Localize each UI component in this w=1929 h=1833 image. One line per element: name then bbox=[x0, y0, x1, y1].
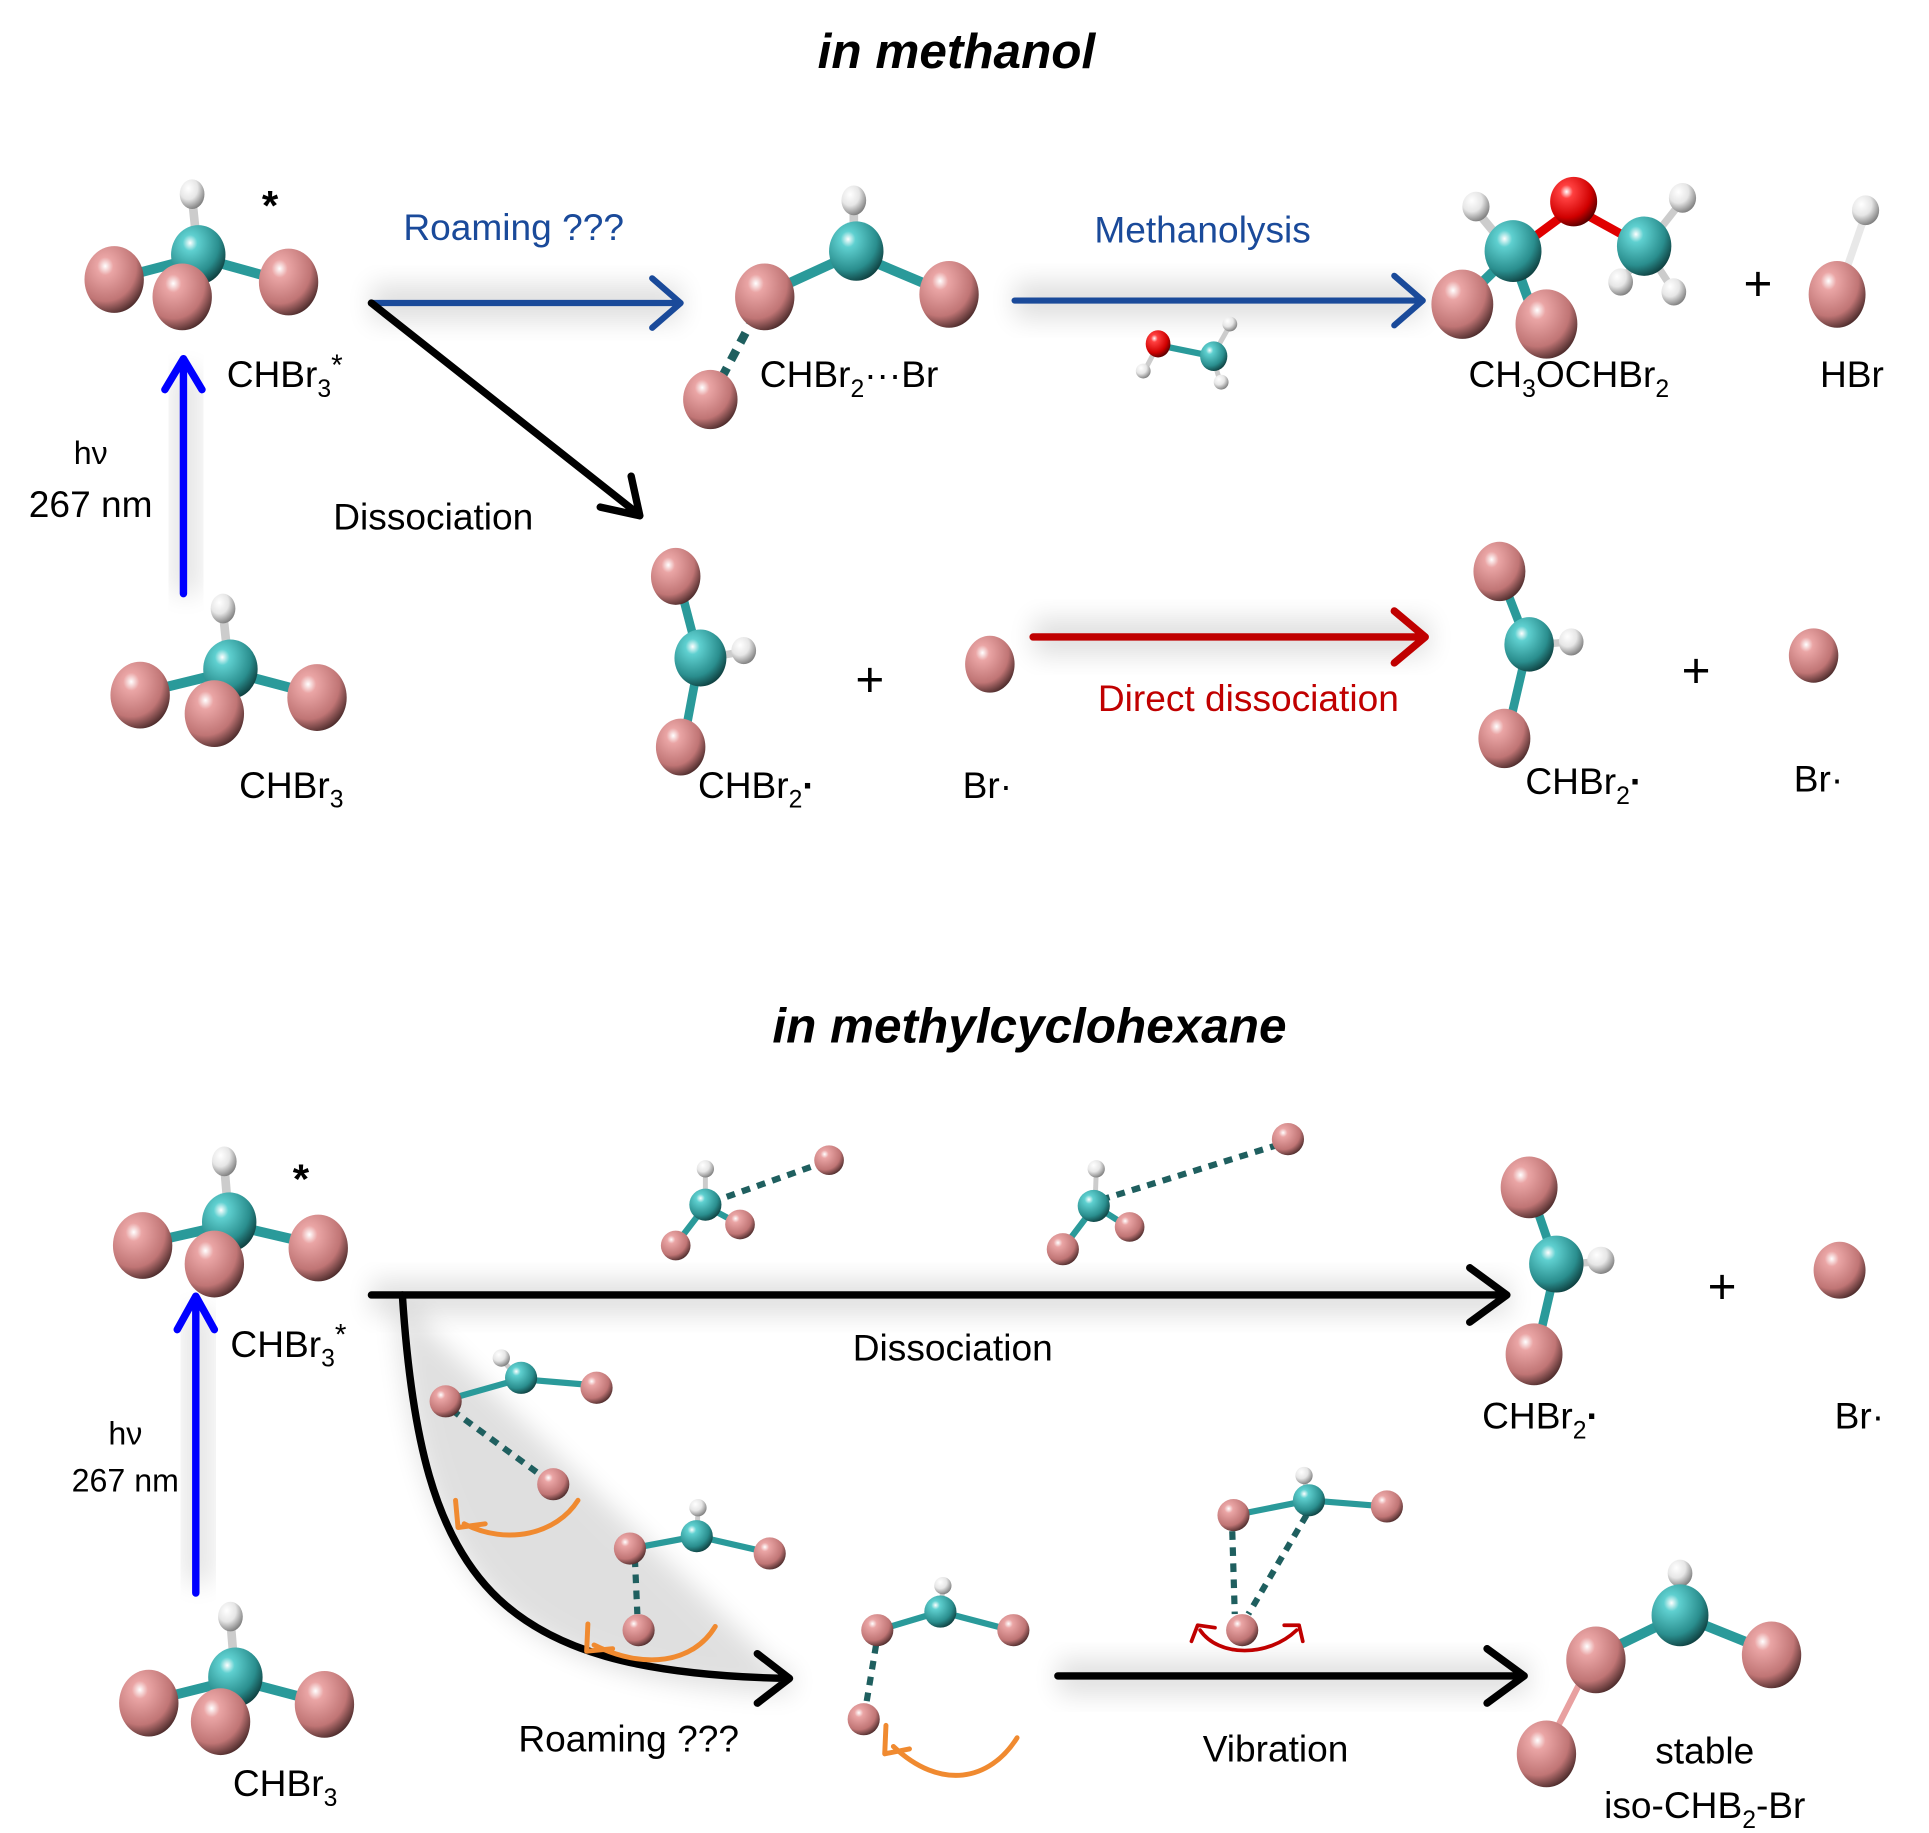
molecule-chbr2-radical bbox=[650, 547, 757, 776]
roaming-curved-arrow bbox=[398, 1291, 794, 1707]
label-ch3ochbr2: CH3OCHBr2 bbox=[1469, 353, 1670, 403]
molecule-methanol bbox=[1135, 316, 1238, 390]
label-direct-dissociation: Direct dissociation bbox=[1098, 677, 1399, 719]
label-dissociation: Dissociation bbox=[333, 495, 533, 537]
panel-methylcyclohexane: in methylcyclohexane * CHBr3* hν 267 nm bbox=[72, 999, 1884, 1833]
molecule-hbr bbox=[1808, 195, 1880, 328]
molecule-chbr2-br-complex bbox=[683, 185, 979, 430]
label-hv: hν bbox=[74, 435, 108, 471]
label-dissociation: Dissociation bbox=[853, 1327, 1053, 1369]
label-chbr2-br: CHBr2···Br bbox=[760, 353, 939, 403]
atom-br-radical-2 bbox=[1788, 628, 1839, 683]
label-roaming: Roaming ??? bbox=[518, 1717, 739, 1759]
snapshot-vibration bbox=[1217, 1466, 1403, 1647]
panel-title: in methylcyclohexane bbox=[772, 999, 1286, 1054]
snapshot-roaming-3 bbox=[847, 1576, 1030, 1736]
label-chbr3: CHBr3 bbox=[239, 764, 343, 814]
roaming-motion-arrow bbox=[882, 1722, 1020, 1778]
methanolysis-arrow bbox=[1011, 272, 1426, 329]
molecule-ch3ochbr2 bbox=[1431, 176, 1697, 359]
label-stable: stable bbox=[1655, 1730, 1754, 1772]
roaming-arrow bbox=[368, 275, 684, 331]
atom-br-radical bbox=[1813, 1241, 1866, 1299]
label-vibration: Vibration bbox=[1203, 1727, 1349, 1769]
label-roaming: Roaming ??? bbox=[403, 206, 624, 248]
roaming-motion-arrow bbox=[453, 1497, 581, 1538]
excitation-arrow bbox=[161, 354, 206, 598]
label-br-radical-2: Br· bbox=[1794, 758, 1843, 800]
vibration-arrow bbox=[1054, 1645, 1528, 1707]
dissociation-arrow bbox=[367, 1264, 1511, 1326]
molecule-chbr2-radical-2 bbox=[1473, 541, 1584, 769]
plus-sign: + bbox=[1682, 644, 1711, 699]
direct-dissociation-arrow bbox=[1029, 607, 1429, 667]
label-iso-chbr2-br: iso-CHB2-Br bbox=[1604, 1784, 1805, 1833]
label-chbr2-radical-2: CHBr2· bbox=[1525, 760, 1642, 810]
snapshot-roaming-2 bbox=[613, 1499, 786, 1647]
plus-sign: + bbox=[1743, 257, 1772, 312]
vibration-motion-arrow bbox=[1189, 1623, 1305, 1653]
label-wavelength: 267 nm bbox=[72, 1463, 179, 1499]
molecule-chbr3-excited bbox=[112, 1146, 348, 1298]
atom-br-radical bbox=[965, 635, 1015, 693]
snapshot-dissociation-2 bbox=[1046, 1123, 1305, 1266]
label-br-radical: Br· bbox=[1835, 1395, 1884, 1437]
label-chbr3-excited: CHBr3* bbox=[227, 349, 343, 403]
plus-sign: + bbox=[1708, 1260, 1737, 1315]
molecule-chbr3 bbox=[110, 593, 347, 748]
roaming-motion-arrow bbox=[584, 1621, 718, 1663]
label-chbr3-excited: CHBr3* bbox=[230, 1318, 346, 1372]
molecule-iso-chbr2-br bbox=[1516, 1559, 1802, 1788]
plus-sign: + bbox=[855, 652, 884, 707]
panel-methanol: in methanol * CHBr3* hν 267 nm bbox=[29, 24, 1884, 814]
label-methanolysis: Methanolysis bbox=[1094, 208, 1310, 250]
label-hbr: HBr bbox=[1820, 353, 1884, 395]
dissociation-arrow bbox=[367, 299, 644, 520]
snapshot-roaming-1 bbox=[429, 1349, 613, 1501]
label-hv: hν bbox=[108, 1416, 142, 1452]
label-br-radical: Br· bbox=[963, 764, 1012, 806]
panel-title: in methanol bbox=[818, 24, 1097, 79]
label-chbr2-radical: CHBr2· bbox=[1482, 1395, 1599, 1445]
label-chbr2-radical: CHBr2· bbox=[698, 764, 815, 814]
molecule-chbr3-excited bbox=[84, 179, 319, 331]
snapshot-dissociation-1 bbox=[660, 1145, 844, 1261]
excitation-arrow bbox=[173, 1292, 219, 1597]
excited-star: * bbox=[262, 182, 279, 229]
label-chbr3: CHBr3 bbox=[233, 1762, 337, 1812]
molecule-chbr3 bbox=[119, 1601, 355, 1756]
label-wavelength: 267 nm bbox=[29, 483, 153, 525]
excited-star: * bbox=[293, 1156, 310, 1203]
molecule-chbr2-radical bbox=[1500, 1156, 1615, 1386]
